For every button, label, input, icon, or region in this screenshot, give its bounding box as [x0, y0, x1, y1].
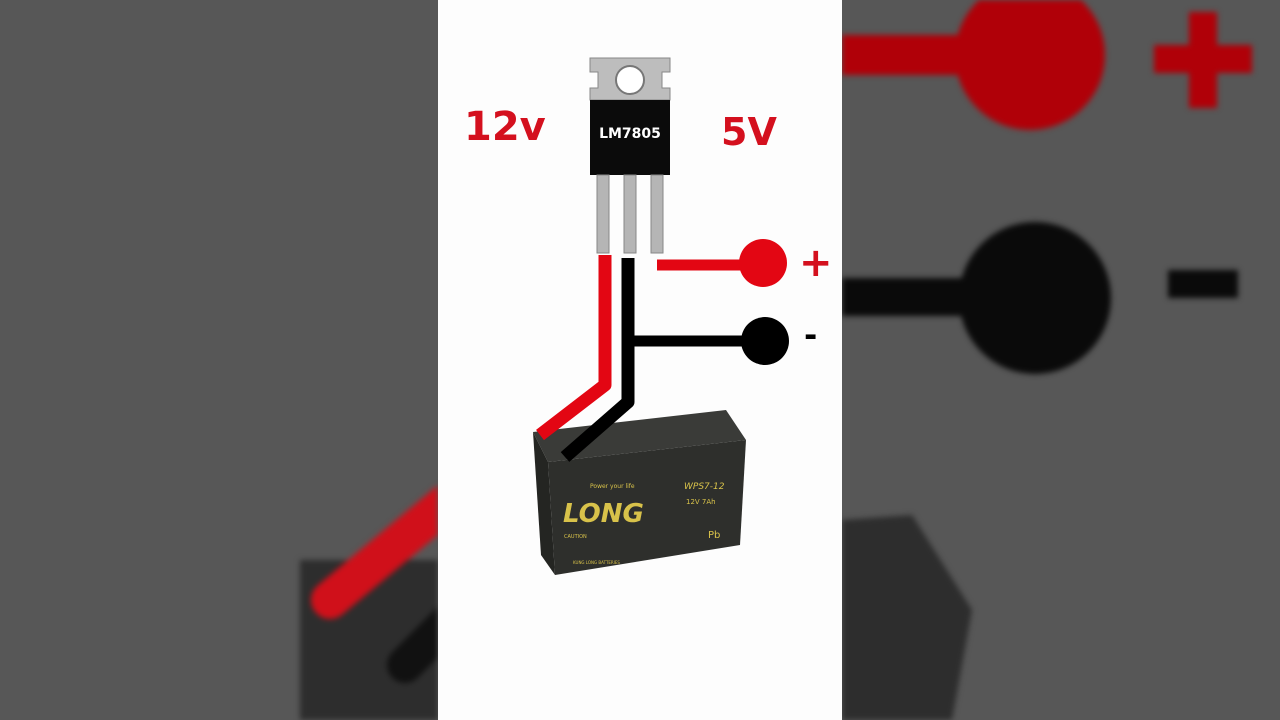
battery-tagline: Power your life [590, 483, 635, 490]
blurred-background-left [0, 0, 438, 720]
battery-rating: 12V 7Ah [686, 498, 716, 506]
blurred-zoom-right [842, 0, 1252, 720]
battery-model: WPS7-12 [684, 482, 725, 492]
ground-wire [560, 258, 635, 462]
mounting-hole [615, 65, 645, 95]
battery-caution: CAUTION [564, 534, 587, 540]
positive-sign: + [799, 240, 833, 286]
regulator-body [590, 100, 670, 175]
positive-terminal [739, 239, 787, 287]
battery: Power your life LONG WPS7-12 12V 7Ah CAU… [533, 410, 746, 575]
blurred-background-right [842, 0, 1280, 720]
voltage-regulator [589, 57, 671, 254]
negative-sign: - [804, 316, 818, 354]
pin-input [596, 174, 610, 254]
diagram-panel: Power your life LONG WPS7-12 12V 7Ah CAU… [438, 0, 842, 720]
pin-ground [623, 174, 637, 254]
battery-maker: KUNG LONG BATTERIES [573, 560, 620, 565]
wiring-diagram: Power your life LONG WPS7-12 12V 7Ah CAU… [533, 57, 789, 575]
output-voltage-label: 5V [721, 110, 777, 154]
battery-pb-mark: Pb [708, 530, 720, 541]
blurred-zoom-left [300, 485, 438, 720]
pin-output [650, 174, 664, 254]
regulator-label: LM7805 [599, 126, 661, 142]
input-voltage-label: 12v [464, 104, 546, 150]
positive-input-wire [536, 255, 612, 441]
battery-brand: LONG [563, 499, 644, 529]
negative-terminal [741, 317, 789, 365]
